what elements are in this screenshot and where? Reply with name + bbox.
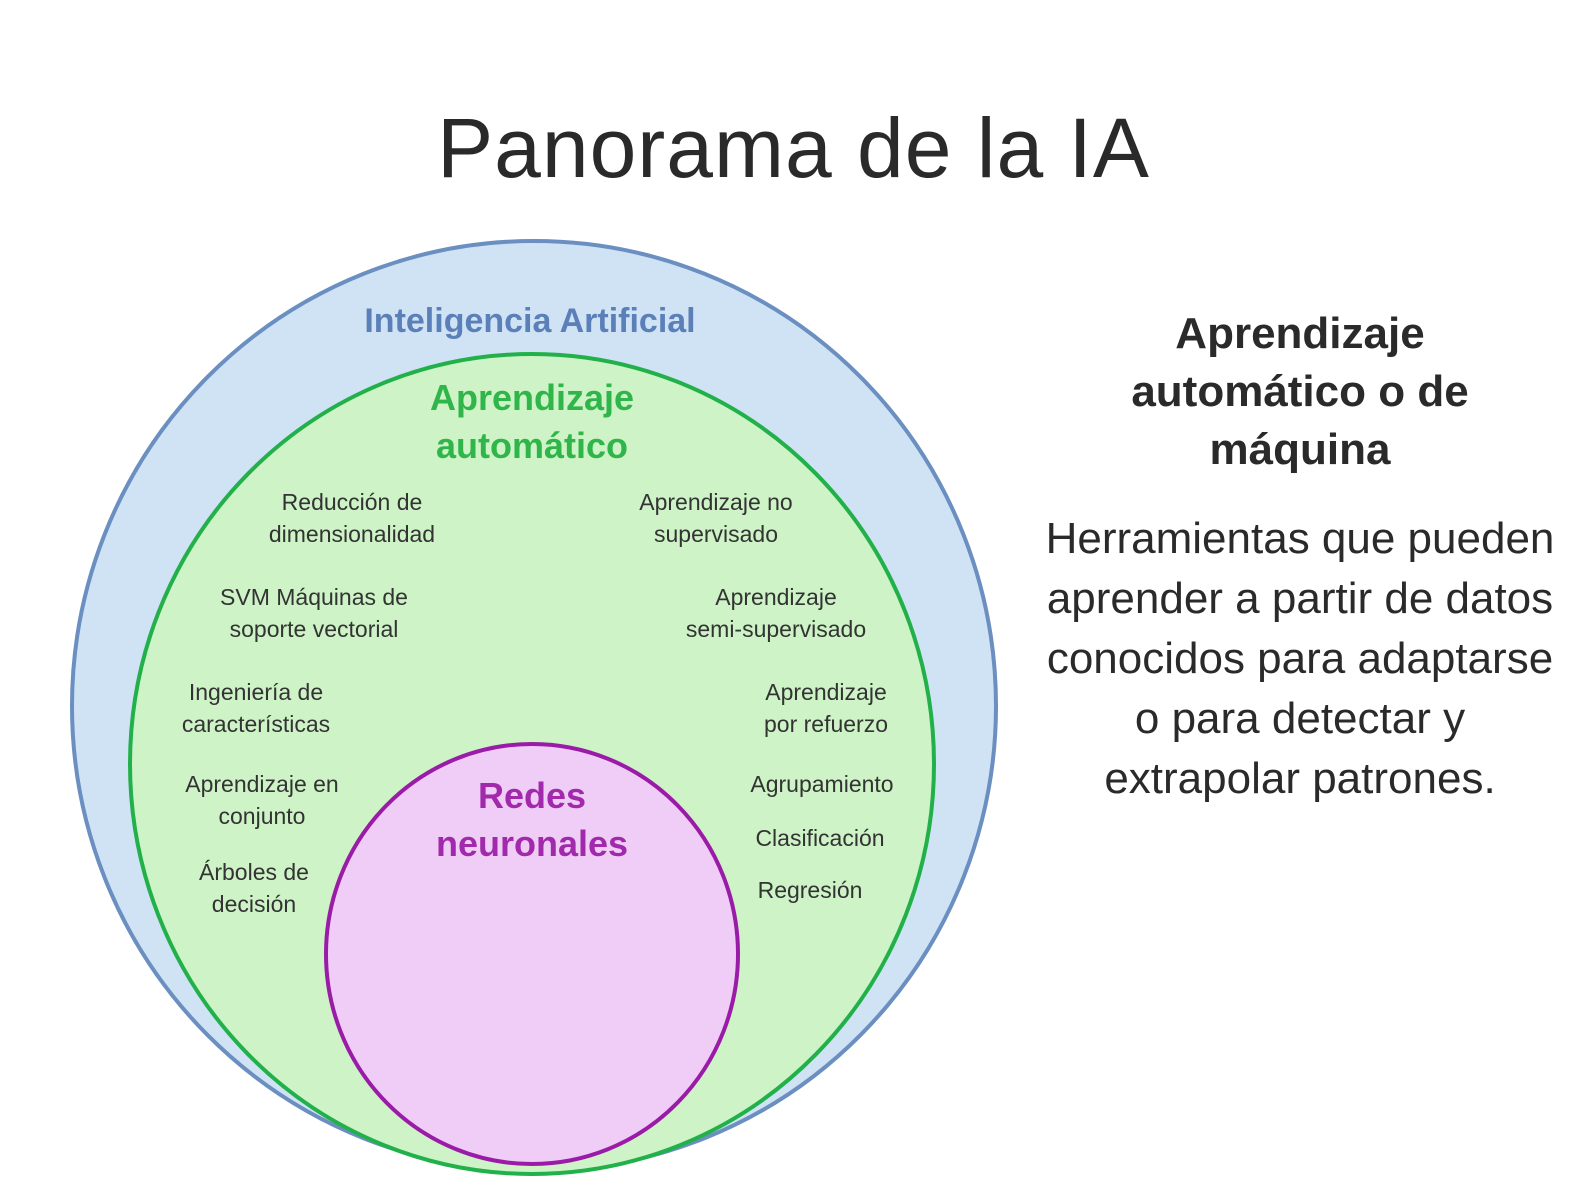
nn-circle-label-line1: Redes [478, 775, 586, 816]
right-item-6: Regresión [758, 877, 863, 903]
nn-circle [324, 742, 740, 1166]
right-item-2-line2: semi-supervisado [686, 616, 866, 642]
left-item-5-line2: decisión [212, 891, 296, 917]
left-item-3-line1: Ingeniería de [189, 679, 323, 705]
left-item-1-line1: Reducción de [282, 489, 423, 515]
right-item-5: Clasificación [755, 825, 884, 851]
side-panel-heading: Aprendizaje automático o de máquina [1131, 309, 1469, 474]
right-item-4: Agrupamiento [750, 771, 893, 797]
right-item-2-line1: Aprendizaje [715, 584, 836, 610]
left-item-4-line2: conjunto [219, 803, 306, 829]
right-item-1-line1: Aprendizaje no [639, 489, 792, 515]
side-panel: Aprendizaje automático o de máquina Herr… [1040, 305, 1560, 809]
right-item-1-line2: supervisado [654, 521, 778, 547]
right-items: Aprendizaje no supervisado Aprendizaje s… [639, 489, 893, 903]
side-panel-body: Herramientas que pueden aprender a parti… [1045, 514, 1555, 803]
ml-circle-label-line1: Aprendizaje [430, 377, 634, 418]
left-item-2-line1: SVM Máquinas de [220, 584, 408, 610]
ai-circle-label: Inteligencia Artificial [364, 302, 695, 340]
ml-circle-label-line2: automático [436, 425, 628, 466]
left-item-1-line2: dimensionalidad [269, 521, 435, 547]
left-item-5-line1: Árboles de [199, 859, 309, 885]
left-item-4-line1: Aprendizaje en [185, 771, 338, 797]
left-items: Reducción de dimensionalidad SVM Máquina… [182, 489, 435, 917]
left-item-2-line2: soporte vectorial [230, 616, 399, 642]
nn-circle-label-line2: neuronales [436, 823, 628, 864]
left-item-3-line2: características [182, 711, 330, 737]
right-item-3-line2: por refuerzo [764, 711, 888, 737]
right-item-3-line1: Aprendizaje [765, 679, 886, 705]
slide-title: Panorama de la IA [437, 101, 1150, 195]
